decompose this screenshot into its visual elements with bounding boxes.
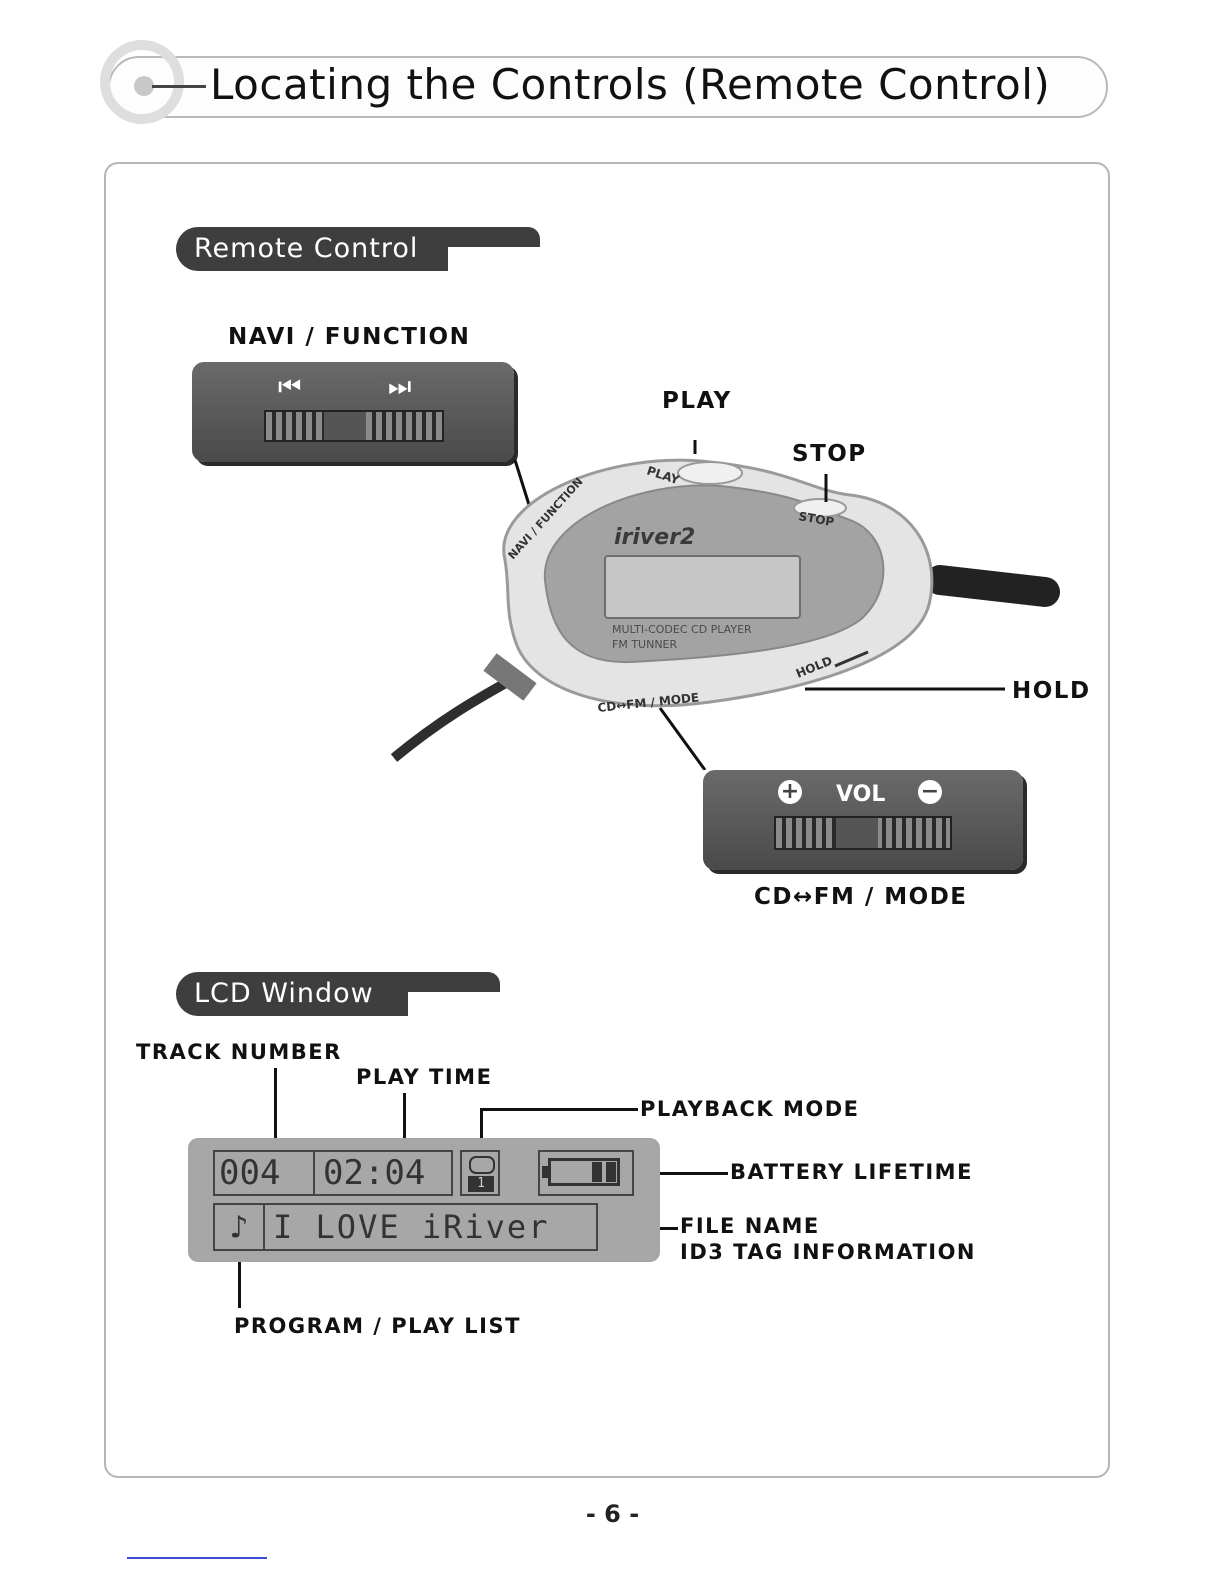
label-play: PLAY — [662, 388, 732, 414]
lcd-track-number: 004 — [213, 1150, 315, 1196]
lcd-battery-frame — [538, 1150, 634, 1196]
hold-switch[interactable] — [834, 650, 869, 668]
label-file-name: FILE NAME — [680, 1214, 820, 1238]
label-program-play-list: PROGRAM / PLAY LIST — [234, 1314, 521, 1338]
page-title: Locating the Controls (Remote Control) — [210, 60, 1051, 109]
label-cd-fm-mode: CD↔FM / MODE — [754, 884, 968, 910]
section-tab-lcd: LCD Window — [176, 972, 408, 1016]
label-playback-mode: PLAYBACK MODE — [640, 1097, 860, 1121]
next-track-icon: ⏭ — [388, 372, 412, 402]
remote-brand-text: iriver2 — [614, 525, 695, 550]
title-dot-decoration — [134, 76, 154, 96]
leader-playback-mode-v — [480, 1108, 483, 1152]
label-track-number: TRACK NUMBER — [136, 1040, 342, 1064]
footer-link-underline[interactable] — [127, 1557, 267, 1559]
navi-slider-knob[interactable] — [324, 412, 366, 440]
play-button[interactable] — [677, 461, 743, 485]
label-id3-tag: ID3 TAG INFORMATION — [680, 1240, 977, 1264]
battery-bar-2 — [606, 1162, 616, 1182]
volume-minus-icon: − — [918, 780, 942, 804]
leader-play-time — [403, 1093, 406, 1152]
prev-track-icon: ⏮ — [278, 372, 302, 402]
label-battery-lifetime: BATTERY LIFETIME — [730, 1160, 973, 1184]
leader-mode — [658, 707, 707, 770]
leader-battery — [634, 1172, 728, 1175]
cable-left — [390, 670, 523, 762]
remote-stop-text: STOP — [797, 509, 835, 529]
section-tab-lcd-label: LCD Window — [194, 978, 374, 1009]
vol-text: VOL — [836, 782, 886, 807]
label-play-time: PLAY TIME — [356, 1065, 493, 1089]
title-ring-decoration — [100, 40, 184, 124]
remote-lcd-screen — [604, 555, 801, 619]
battery-bar-1 — [592, 1162, 602, 1182]
title-banner — [108, 56, 1108, 118]
section-tab-remote-tail — [440, 227, 540, 247]
stop-button[interactable] — [793, 498, 847, 518]
volume-slider-knob[interactable] — [836, 818, 878, 848]
battery-tip — [542, 1166, 548, 1178]
lcd-play-time: 02:04 — [313, 1150, 453, 1196]
section-tab-remote-label: Remote Control — [194, 233, 419, 264]
music-note-icon: ♪ — [213, 1203, 265, 1251]
cable-plug — [483, 653, 537, 701]
lcd-song-title: I LOVE iRiver — [213, 1203, 598, 1251]
volume-plus-icon: + — [778, 780, 802, 804]
repeat-one-badge: 1 — [468, 1176, 494, 1192]
section-tab-lcd-tail — [400, 972, 500, 992]
leader-program — [238, 1250, 241, 1308]
repeat-loop-icon — [469, 1156, 495, 1174]
label-stop: STOP — [792, 441, 867, 467]
leader-navi — [513, 459, 532, 509]
leader-playback-mode-h — [480, 1108, 638, 1111]
label-navi-function: NAVI / FUNCTION — [228, 324, 471, 350]
leader-track-number — [274, 1068, 277, 1152]
cable-right — [925, 565, 1060, 607]
page-number: - 6 - — [585, 1500, 640, 1528]
remote-device-illustration: iriver2 MULTI-CODEC CD PLAYER FM TUNNER … — [390, 440, 1060, 770]
lcd-repeat-icon: 1 — [460, 1150, 500, 1196]
battery-icon — [548, 1158, 620, 1186]
label-hold: HOLD — [1012, 678, 1091, 704]
remote-model-line1: MULTI-CODEC CD PLAYER — [612, 623, 752, 636]
title-line-decoration — [152, 85, 206, 88]
remote-model-line2: FM TUNNER — [612, 638, 677, 651]
section-tab-remote: Remote Control — [176, 227, 448, 271]
